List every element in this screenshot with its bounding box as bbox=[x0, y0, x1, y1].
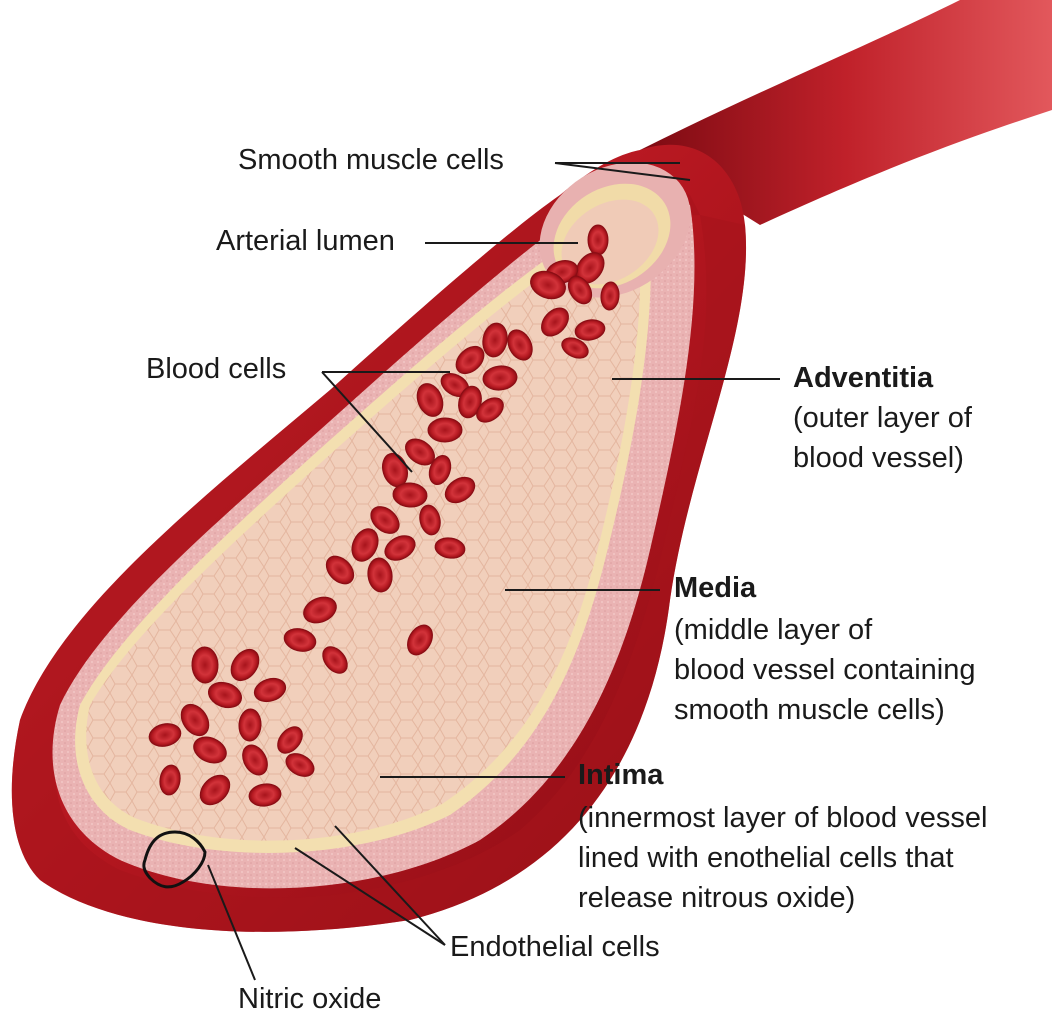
red-blood-cell bbox=[427, 417, 463, 443]
red-blood-cell bbox=[199, 774, 231, 806]
red-blood-cell bbox=[277, 726, 303, 754]
red-blood-cell bbox=[541, 307, 569, 337]
red-blood-cell bbox=[419, 504, 441, 536]
red-blood-cell bbox=[434, 537, 466, 559]
intima-desc-line: lined with enothelial cells that bbox=[578, 842, 954, 874]
red-blood-cell bbox=[476, 397, 504, 423]
label-media-title: Media bbox=[674, 572, 757, 604]
red-blood-cell bbox=[238, 708, 262, 742]
red-blood-cell bbox=[242, 744, 268, 776]
label-nitric-oxide: Nitric oxide bbox=[238, 983, 382, 1015]
red-blood-cell bbox=[600, 281, 620, 311]
label-media-desc: (middle layer of blood vessel containing… bbox=[674, 610, 975, 730]
red-blood-cell bbox=[507, 329, 533, 361]
red-blood-cell bbox=[416, 383, 444, 417]
red-blood-cell bbox=[253, 677, 287, 703]
red-blood-cell bbox=[322, 646, 348, 674]
red-blood-cell bbox=[574, 319, 606, 341]
red-blood-cell bbox=[455, 345, 485, 375]
red-blood-cells bbox=[148, 224, 620, 807]
red-blood-cell bbox=[530, 270, 566, 300]
red-blood-cell bbox=[191, 646, 219, 684]
red-blood-cell bbox=[482, 365, 518, 391]
red-blood-cell bbox=[248, 783, 282, 807]
adventitia-cut-face bbox=[11, 180, 747, 932]
adventitia-desc-line: blood vessel) bbox=[793, 442, 964, 474]
red-blood-cell bbox=[230, 648, 260, 682]
intima-desc-line: (innermost layer of blood vessel bbox=[578, 802, 988, 834]
red-blood-cell bbox=[384, 535, 416, 561]
label-smooth-muscle-cells: Smooth muscle cells bbox=[238, 144, 504, 176]
label-arterial-lumen: Arterial lumen bbox=[216, 225, 395, 257]
vessel-tube bbox=[640, 0, 1052, 225]
label-blood-cells: Blood cells bbox=[146, 353, 287, 385]
red-blood-cell bbox=[283, 628, 317, 652]
media-desc-line: blood vessel containing bbox=[674, 654, 976, 686]
red-blood-cell bbox=[567, 275, 593, 305]
red-blood-cell bbox=[587, 224, 609, 256]
red-blood-cell bbox=[207, 681, 243, 709]
red-blood-cell bbox=[351, 528, 379, 562]
label-intima-desc: (innermost layer of blood vessel lined w… bbox=[578, 798, 987, 918]
red-blood-cell bbox=[561, 337, 589, 359]
label-adventitia-desc: (outer layer of blood vessel) bbox=[793, 398, 972, 478]
red-blood-cell bbox=[303, 596, 337, 624]
red-blood-cell bbox=[325, 555, 355, 585]
red-blood-cell bbox=[148, 723, 182, 747]
red-blood-cell bbox=[370, 506, 400, 534]
red-blood-cell bbox=[444, 476, 476, 504]
media-desc-line: smooth muscle cells) bbox=[674, 694, 945, 726]
media-desc-line: (middle layer of bbox=[674, 614, 873, 646]
nitric-oxide-outline bbox=[142, 830, 207, 889]
label-intima-title: Intima bbox=[578, 759, 664, 791]
red-blood-cell bbox=[193, 736, 227, 764]
leader-lines bbox=[207, 162, 780, 981]
red-blood-cell bbox=[482, 322, 508, 358]
red-blood-cell bbox=[428, 454, 452, 486]
label-endothelial-cells: Endothelial cells bbox=[450, 931, 660, 963]
red-blood-cell bbox=[180, 703, 210, 737]
intima-desc-line: release nitrous oxide) bbox=[578, 882, 856, 914]
adventitia-desc-line: (outer layer of bbox=[793, 402, 972, 434]
red-blood-cell bbox=[367, 557, 393, 593]
red-blood-cell bbox=[407, 624, 433, 656]
red-blood-cell bbox=[159, 764, 181, 796]
label-adventitia-title: Adventitia bbox=[793, 362, 934, 394]
red-blood-cell bbox=[285, 753, 315, 777]
red-blood-cell bbox=[392, 482, 428, 508]
